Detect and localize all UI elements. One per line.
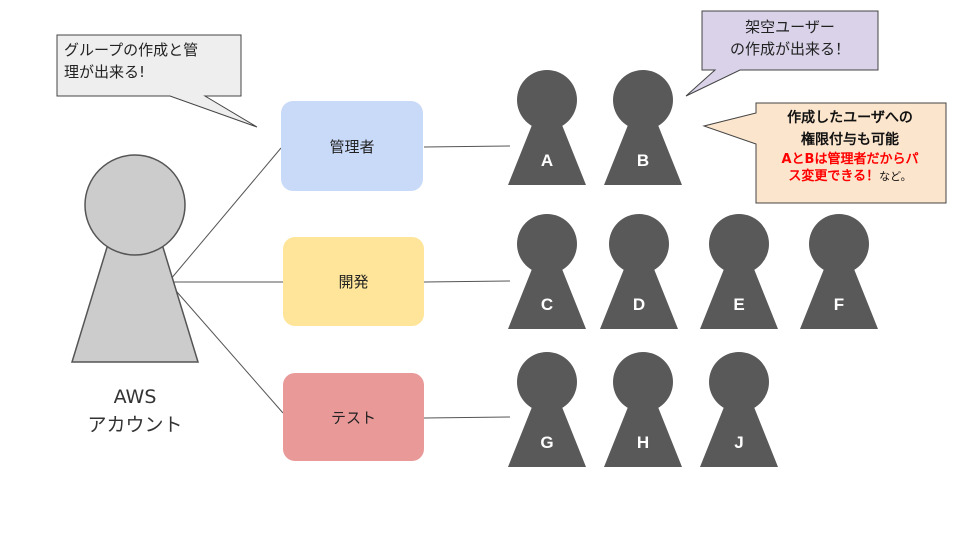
users-layer [508, 70, 878, 467]
user-label-g: G [540, 433, 554, 452]
user-label-b: B [636, 151, 650, 170]
group-label-admin: 管理者 [329, 137, 375, 156]
callout-perm-red1: AとBは管理者だからパ [781, 152, 919, 167]
callout-perm-line1: 作成したユーザへの [787, 110, 913, 126]
user-g-icon[interactable] [508, 352, 586, 467]
callout-group-line2: 理が出来る! [64, 63, 146, 81]
callout-group-line1: グループの作成と管 [64, 41, 199, 59]
user-label-e: E [733, 295, 745, 314]
callout-user-text: 架空ユーザー の作成が出来る！ [704, 16, 876, 60]
account-label: AWS アカウント [70, 383, 200, 439]
callout-perm-small: など。 [879, 170, 912, 183]
callout-perm-bubble [702, 102, 947, 204]
group-label-test: テスト [330, 408, 376, 427]
callout-perm-red2-wrap: ス変更できる！など。 [758, 168, 942, 185]
connector-admin-users [423, 145, 511, 148]
user-c-icon[interactable] [508, 214, 586, 329]
user-e-icon[interactable] [700, 214, 778, 329]
user-label-j: J [734, 433, 744, 452]
connector-account-test [169, 283, 284, 414]
user-label-c: C [540, 295, 554, 314]
callout-perm-text: 作成したユーザへの 権限付与も可能 AとBは管理者だからパ ス変更できる！など。 [758, 107, 942, 185]
callout-user-line1: 架空ユーザー [745, 18, 835, 36]
user-j-icon[interactable] [700, 352, 778, 467]
user-f-icon[interactable] [800, 214, 878, 329]
callout-user-line2: の作成が出来る！ [729, 40, 850, 58]
callout-group-text: グループの作成と管 理が出来る! [64, 39, 239, 83]
user-label-h: H [636, 433, 650, 452]
connector-test-users [423, 416, 511, 419]
user-label-f: F [833, 295, 845, 314]
callout-perm-red2: ス変更できる！ [788, 169, 880, 184]
user-label-d: D [632, 295, 646, 314]
user-b-icon[interactable] [604, 70, 682, 185]
group-label-dev: 開発 [338, 273, 369, 291]
callout-user-bubble [685, 10, 879, 97]
group-box-test[interactable] [283, 373, 424, 461]
callout-group-bubble [56, 34, 258, 128]
user-d-icon[interactable] [600, 214, 678, 329]
connector-dev-users [423, 280, 511, 283]
user-label-a: A [540, 151, 554, 170]
callout-perm-line2: 権限付与も可能 [801, 132, 899, 148]
group-box-dev[interactable] [283, 237, 424, 326]
user-h-icon[interactable] [604, 352, 682, 467]
group-box-admin[interactable] [281, 101, 423, 191]
connector-account-admin [169, 147, 282, 281]
account-label-line1: AWS [113, 386, 157, 408]
account-label-line2: アカウント [87, 414, 183, 436]
user-a-icon[interactable] [508, 70, 586, 185]
account-person-icon [70, 154, 200, 363]
